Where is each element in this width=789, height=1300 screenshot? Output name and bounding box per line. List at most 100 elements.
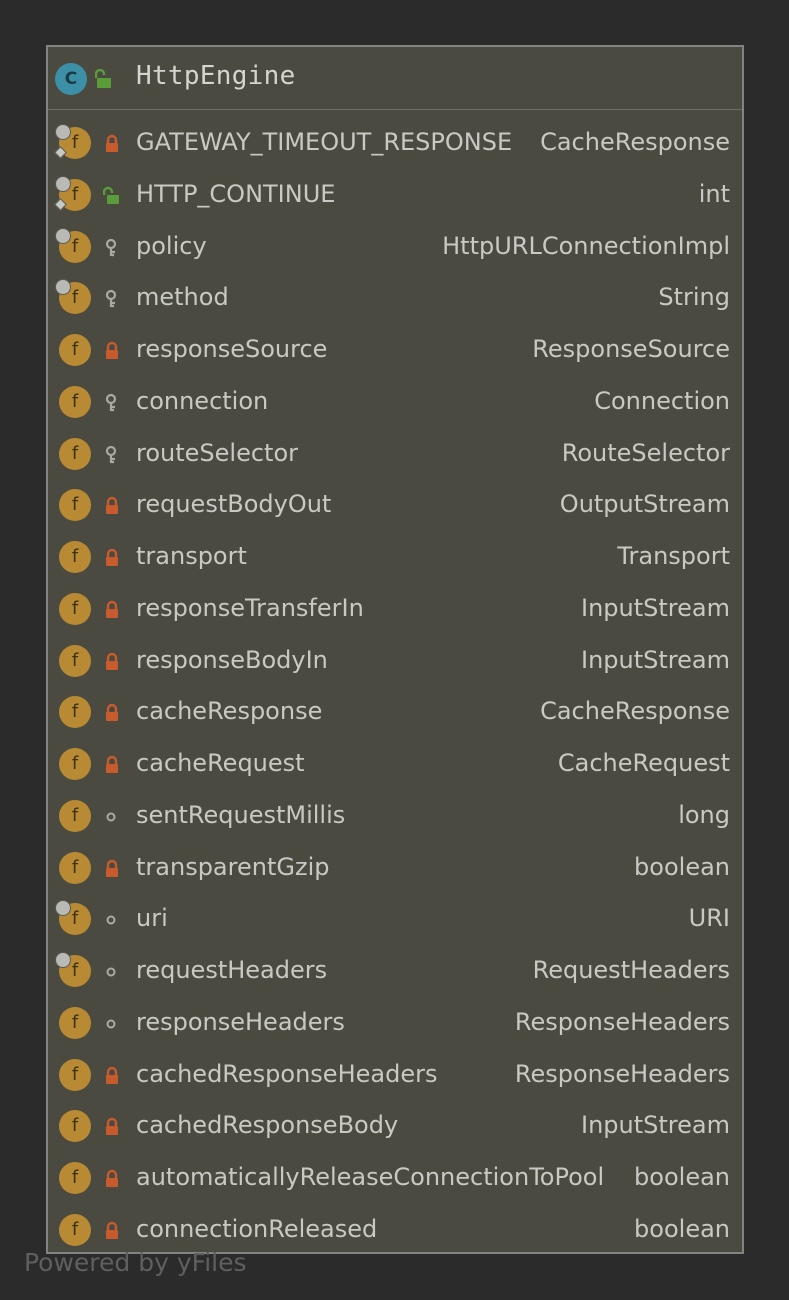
private-lock-icon <box>106 134 118 152</box>
field-icon: f <box>59 1006 91 1039</box>
private-lock-icon <box>106 497 118 515</box>
private-lock-icon <box>106 704 118 722</box>
field-name: requestHeaders <box>136 956 328 984</box>
protected-key-icon <box>105 393 117 411</box>
field-name: responseBodyIn <box>136 645 328 674</box>
watermark: Powered by yFiles <box>24 1248 247 1277</box>
field-name: cacheResponse <box>136 697 323 726</box>
field-type: RouteSelector <box>561 438 730 467</box>
class-title: HttpEngine <box>136 61 296 91</box>
field-icon: f <box>59 696 91 729</box>
field-type: ResponseSource <box>532 335 730 363</box>
field-row[interactable]: f requestHeaders RequestHeaders <box>48 946 742 998</box>
static-pin-icon <box>55 175 71 192</box>
protected-key-icon <box>105 238 117 256</box>
field-icon-letter: f <box>71 960 79 981</box>
field-icon: f <box>59 541 91 573</box>
field-icon-letter: f <box>71 442 79 464</box>
public-unlock-icon <box>95 69 111 88</box>
package-dot-icon <box>106 1019 116 1029</box>
field-row[interactable]: f connection Connection <box>48 377 742 429</box>
private-lock-icon <box>106 341 118 359</box>
field-name: cachedResponseBody <box>136 1111 399 1140</box>
field-type: boolean <box>634 1214 730 1243</box>
field-icon: f <box>59 437 91 470</box>
private-lock-icon <box>106 859 118 877</box>
private-lock-icon <box>106 600 118 618</box>
field-name: HTTP_CONTINUE <box>136 179 336 208</box>
field-type: CacheResponse <box>540 128 730 156</box>
field-type: String <box>658 283 730 312</box>
private-lock-icon <box>106 1118 118 1136</box>
field-icon-letter: f <box>71 1167 79 1188</box>
field-name: cacheRequest <box>136 749 305 777</box>
field-name: transport <box>136 542 247 570</box>
field-icon: f <box>59 799 91 832</box>
field-icon: f <box>59 851 91 884</box>
field-icon-letter: f <box>71 1063 79 1085</box>
field-type: long <box>678 800 730 829</box>
field-icon: f <box>55 952 91 987</box>
static-pin-icon <box>55 227 71 244</box>
field-type: ResponseHeaders <box>514 1059 730 1088</box>
field-row[interactable]: f method String <box>48 273 742 325</box>
field-row[interactable]: f uri URI <box>48 894 742 946</box>
field-name: connectionReleased <box>136 1214 378 1243</box>
field-type: CacheRequest <box>557 749 730 777</box>
field-icon-letter: f <box>71 339 79 360</box>
field-type: boolean <box>634 1163 730 1191</box>
private-lock-icon <box>106 1066 118 1084</box>
package-dot-icon <box>106 915 116 925</box>
field-name: uri <box>136 904 168 933</box>
field-icon-letter: f <box>71 390 79 412</box>
field-icon: f <box>59 489 91 522</box>
field-icon: f <box>59 1213 91 1246</box>
field-type: InputStream <box>581 593 730 622</box>
field-icon-letter: f <box>71 132 79 153</box>
static-pin-icon <box>55 900 71 917</box>
field-icon-letter: f <box>71 494 79 516</box>
field-icon: f <box>59 334 91 366</box>
field-icon: f <box>59 1058 91 1091</box>
private-lock-icon <box>106 755 118 773</box>
field-name: responseHeaders <box>136 1007 345 1036</box>
field-icon-letter: f <box>71 908 79 930</box>
field-row[interactable]: f connectionReleased boolean <box>48 1205 742 1257</box>
final-mark-icon <box>54 197 67 211</box>
field-name: method <box>136 283 229 312</box>
package-dot-icon <box>106 967 116 977</box>
field-icon: f <box>55 279 91 315</box>
field-name: connection <box>136 386 269 415</box>
field-type: Connection <box>594 386 730 415</box>
field-name: responseTransferIn <box>136 593 364 622</box>
field-type: URI <box>688 904 730 933</box>
field-icon: f <box>55 900 91 936</box>
field-icon-letter: f <box>71 546 79 567</box>
field-icon-letter: f <box>71 856 79 878</box>
field-icon-letter: f <box>71 701 79 723</box>
field-type: RequestHeaders <box>532 956 730 984</box>
field-icon: f <box>54 124 91 159</box>
static-pin-icon <box>55 124 71 140</box>
private-lock-icon <box>106 548 118 566</box>
field-name: transparentGzip <box>136 852 330 881</box>
private-lock-icon <box>106 1169 118 1187</box>
